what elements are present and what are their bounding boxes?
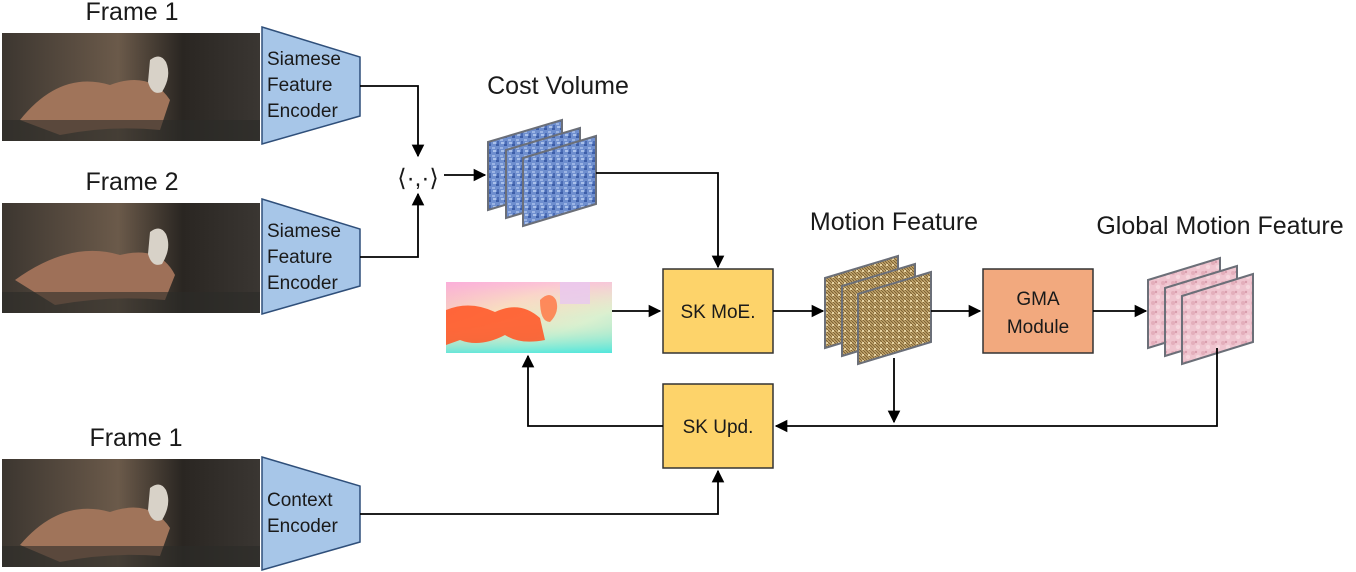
siamese-top-line3: Encoder	[267, 101, 338, 122]
siamese-encoder-bottom: Siamese Feature Encoder	[261, 197, 361, 315]
flow-map	[446, 282, 612, 353]
context-encoder: Context Encoder	[261, 455, 361, 571]
arrow-encoder1-to-corr	[360, 85, 425, 158]
connectors	[360, 85, 1218, 515]
arrow-global-to-skupd	[774, 348, 1218, 433]
siamese-top-line2: Feature	[267, 75, 332, 96]
sk-upd-label: SK Upd.	[683, 417, 754, 438]
frame1-top-image	[2, 33, 260, 141]
context-line1: Context	[267, 490, 333, 511]
context-line2: Encoder	[267, 516, 338, 537]
gma-line1: GMA	[1016, 289, 1060, 310]
arrow-encoder2-to-corr	[360, 192, 425, 258]
arrow-skupd-to-flow	[521, 354, 663, 427]
frame2-image	[2, 203, 260, 313]
motion-feature-stack	[824, 254, 932, 366]
siamese-bottom-line3: Encoder	[267, 273, 338, 294]
frame1-bottom-image	[2, 459, 260, 567]
arrow-context-to-skupd	[360, 469, 725, 515]
cost-volume-label: Cost Volume	[487, 72, 629, 100]
siamese-bottom-line2: Feature	[267, 247, 332, 268]
global-motion-feature-label: Global Motion Feature	[1096, 212, 1343, 240]
gma-module: GMA Module	[982, 268, 1094, 354]
global-motion-feature-stack	[1147, 256, 1254, 366]
correlation-operator: ⟨·,·⟩	[397, 165, 438, 192]
siamese-top-line1: Siamese	[267, 49, 341, 70]
siamese-bottom-line1: Siamese	[267, 221, 341, 242]
frame1-top-label: Frame 1	[85, 0, 178, 26]
siamese-encoder-top: Siamese Feature Encoder	[261, 25, 361, 145]
gma-line2: Module	[1007, 317, 1069, 338]
arrow-cost-to-skmoe	[596, 172, 725, 269]
frame1-bottom-label: Frame 1	[89, 424, 182, 452]
sk-upd-module: SK Upd.	[662, 383, 774, 469]
frame2-label: Frame 2	[85, 168, 178, 196]
cost-volume-stack	[487, 118, 597, 228]
motion-feature-label: Motion Feature	[810, 208, 978, 236]
sk-moe-module: SK MoE.	[662, 268, 774, 354]
sk-moe-label: SK MoE.	[681, 302, 756, 323]
